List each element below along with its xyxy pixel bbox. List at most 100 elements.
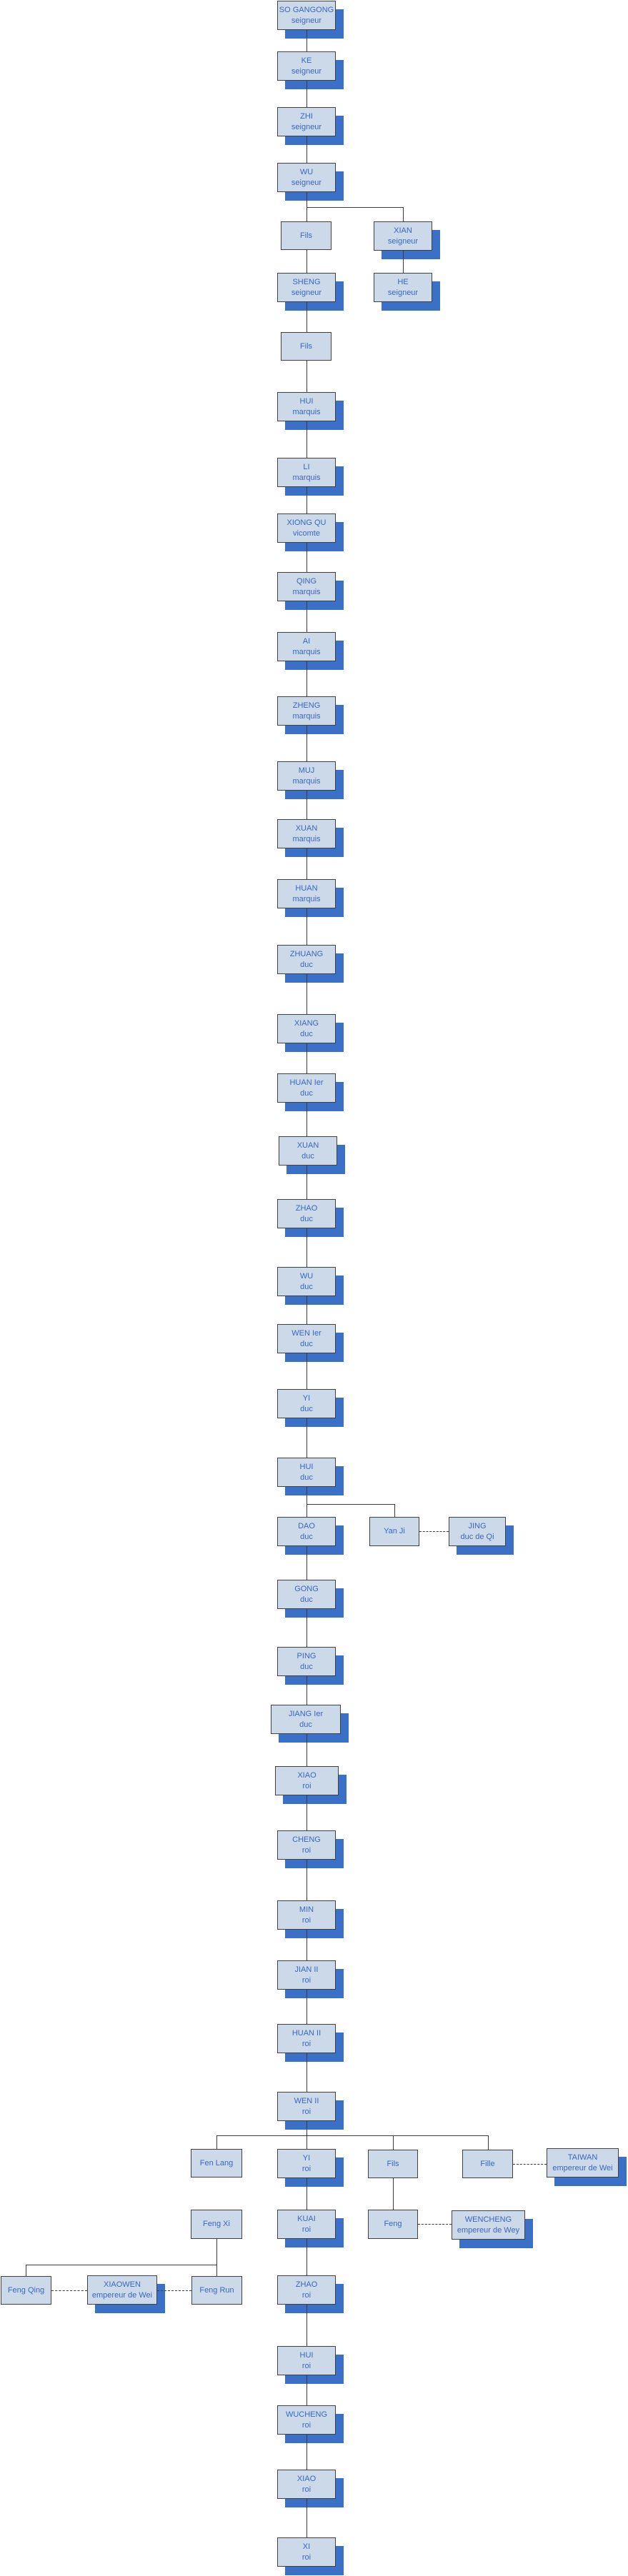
node-taiwan[interactable]: TAIWAN empereur de Wei — [547, 2148, 619, 2177]
node-fils-2[interactable]: Fils — [281, 332, 332, 361]
node-zhi[interactable]: ZHI seigneur — [277, 107, 336, 136]
node-dao-duc[interactable]: DAO duc — [277, 1517, 336, 1546]
node-wucheng-roi[interactable]: WUCHENG roi — [277, 2405, 336, 2435]
node-feng-run[interactable]: Feng Run — [191, 2276, 242, 2305]
node-ke[interactable]: KE seigneur — [277, 51, 336, 81]
node-title: duc — [300, 960, 313, 969]
node-sheng[interactable]: SHENG seigneur — [277, 273, 336, 302]
descent-connector — [306, 361, 307, 392]
node-wen-1er-duc[interactable]: WEN Ier duc — [277, 1324, 336, 1353]
descent-connector — [393, 2178, 394, 2210]
node-jing-duc-qi[interactable]: JING duc de Qi — [449, 1517, 506, 1546]
node-title: roi — [301, 2552, 311, 2562]
node-huan-ii-roi[interactable]: HUAN II roi — [277, 2024, 336, 2053]
node-yi-roi[interactable]: YI roi — [277, 2149, 336, 2178]
node-name: WEN II — [294, 2096, 319, 2105]
node-xuan-marquis[interactable]: XUAN marquis — [277, 819, 336, 848]
node-cheng-roi[interactable]: CHENG roi — [277, 1830, 336, 1860]
descent-connector — [306, 2178, 307, 2210]
node-zhao-duc[interactable]: ZHAO duc — [277, 1199, 336, 1228]
node-jiang-1er-duc[interactable]: JIANG Ier duc — [271, 1705, 341, 1734]
node-zheng-marquis[interactable]: ZHENG marquis — [277, 696, 336, 726]
descent-connector — [306, 1504, 394, 1505]
node-xuan-duc[interactable]: XUAN duc — [279, 1136, 337, 1166]
node-wencheng[interactable]: WENCHENG empereur de Wey — [452, 2210, 525, 2240]
node-so-gangong[interactable]: SO GANGONG seigneur — [277, 1, 336, 30]
descent-connector — [306, 1296, 307, 1324]
node-title: roi — [301, 2290, 311, 2300]
node-huan-marquis[interactable]: HUAN marquis — [277, 879, 336, 908]
node-name: YI — [302, 2153, 311, 2162]
node-wu-duc[interactable]: WU duc — [277, 1267, 336, 1296]
node-name: Yan Ji — [384, 1527, 405, 1535]
node-name: DAO — [298, 1521, 315, 1530]
node-hui-roi[interactable]: HUI roi — [277, 2346, 336, 2375]
descent-connector — [306, 207, 403, 208]
node-title: seigneur — [291, 288, 322, 297]
node-hui-marquis[interactable]: HUI marquis — [277, 392, 336, 421]
node-title: duc — [300, 1532, 313, 1541]
node-fils-3[interactable]: Fils — [368, 2150, 418, 2178]
node-title: duc — [300, 1088, 313, 1098]
node-xiaowen[interactable]: XIAOWEN empereur de Wei — [87, 2275, 157, 2305]
node-fille[interactable]: Fille — [462, 2150, 513, 2178]
node-title: empereur de Wei — [91, 2290, 153, 2300]
node-ai-marquis[interactable]: AI marquis — [277, 632, 336, 661]
node-huan-1er-duc[interactable]: HUAN Ier duc — [277, 1073, 336, 1103]
node-wu-seigneur[interactable]: WU seigneur — [277, 163, 336, 192]
node-qing-marquis[interactable]: QING marquis — [277, 572, 336, 601]
node-name: MUJ — [298, 766, 315, 775]
node-name: HUAN II — [291, 2028, 322, 2038]
descent-connector — [216, 2135, 488, 2136]
descent-connector — [306, 2499, 307, 2537]
node-kuai-roi[interactable]: KUAI roi — [277, 2210, 336, 2239]
node-min-roi[interactable]: MIN roi — [277, 1900, 336, 1930]
node-hui-duc[interactable]: HUI duc — [277, 1458, 336, 1487]
node-zhuang-duc[interactable]: ZHUANG duc — [277, 945, 336, 974]
node-feng[interactable]: Feng — [368, 2210, 418, 2239]
descent-connector — [306, 421, 307, 458]
descent-connector — [306, 1546, 307, 1580]
descent-connector — [306, 250, 307, 273]
node-title: duc — [299, 1720, 312, 1729]
node-jian-ii-roi[interactable]: JIAN II roi — [277, 1960, 336, 1990]
node-he[interactable]: HE seigneur — [374, 273, 432, 302]
descent-connector — [403, 251, 404, 273]
node-name: Fils — [299, 231, 313, 240]
node-title: roi — [301, 1975, 311, 1985]
descent-connector — [306, 1990, 307, 2024]
node-name: HE — [397, 277, 409, 286]
node-feng-qing[interactable]: Feng Qing — [1, 2276, 51, 2305]
node-yi-duc[interactable]: YI duc — [277, 1389, 336, 1418]
node-fen-lang[interactable]: Fen Lang — [191, 2149, 242, 2177]
node-fils-1[interactable]: Fils — [281, 221, 332, 250]
descent-connector — [403, 207, 404, 221]
node-title: duc — [301, 1151, 314, 1161]
node-title: marquis — [292, 407, 321, 416]
descent-connector — [306, 1860, 307, 1900]
node-wen-ii-roi[interactable]: WEN II roi — [277, 2092, 336, 2121]
node-zhao-roi[interactable]: ZHAO roi — [277, 2275, 336, 2305]
node-gong-duc[interactable]: GONG duc — [277, 1580, 336, 1609]
node-name: MIN — [299, 1905, 314, 1914]
descent-connector — [306, 2053, 307, 2092]
node-xi-roi[interactable]: XI roi — [277, 2537, 336, 2567]
node-xian[interactable]: XIAN seigneur — [374, 221, 432, 251]
node-name: ZHI — [300, 111, 313, 121]
node-ping-duc[interactable]: PING duc — [277, 1647, 336, 1676]
node-name: HUI — [299, 396, 314, 406]
node-name: ZHAO — [295, 1203, 318, 1213]
node-feng-xi[interactable]: Feng Xi — [191, 2210, 242, 2239]
node-title: roi — [301, 1915, 311, 1925]
node-title: seigneur — [387, 236, 419, 246]
node-yan-ji[interactable]: Yan Ji — [369, 1517, 419, 1546]
node-xiao-roi-2[interactable]: XIAO roi — [277, 2470, 336, 2499]
node-title: roi — [301, 2039, 311, 2048]
node-xiang-duc[interactable]: XIANG duc — [277, 1014, 336, 1043]
node-title: marquis — [292, 647, 321, 656]
node-xiao-roi-1[interactable]: XIAO roi — [275, 1766, 339, 1795]
node-li-marquis[interactable]: LI marquis — [277, 458, 336, 487]
node-name: WU — [299, 1271, 314, 1281]
node-muj-marquis[interactable]: MUJ marquis — [277, 761, 336, 791]
node-xiong-qu[interactable]: XIONG QU vicomte — [277, 513, 336, 543]
